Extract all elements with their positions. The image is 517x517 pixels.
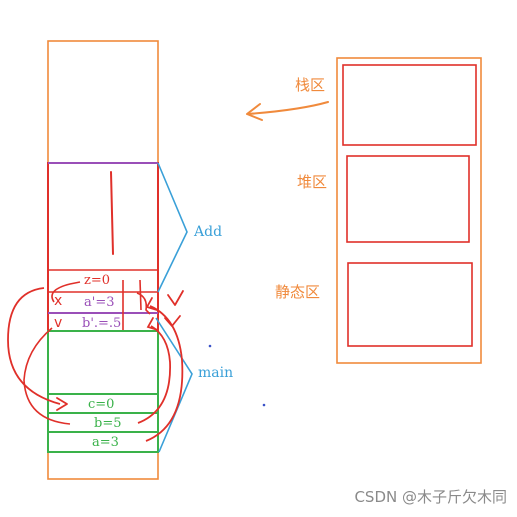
label-main-frame: main [198, 365, 234, 381]
stray-dot-2 [262, 403, 266, 407]
arrow-b-to-b-prime-head [146, 317, 159, 331]
label-add-frame: Add [194, 224, 223, 240]
watermark: CSDN @木子斤欠木同 [354, 488, 507, 506]
cell-z: z=0 [84, 273, 111, 288]
stray-dot-1 [208, 344, 212, 348]
label-static-region: 静态区 [275, 283, 321, 301]
static-region-box [347, 262, 473, 347]
main-frame [47, 330, 159, 453]
stack-pointer-arrowhead [246, 103, 263, 121]
cross-mark: x [54, 293, 63, 309]
arrow-a-prime-to-z [51, 281, 81, 303]
cell-c: c=0 [88, 397, 115, 412]
arrow-b-to-b-prime [137, 325, 171, 424]
label-stack-region: 栈区 [295, 76, 326, 94]
arrow-a-to-a-prime [145, 305, 184, 442]
heap-region-box [346, 155, 470, 243]
check-mark-lower [164, 315, 181, 327]
cell-a-prime: a'=3 [84, 295, 115, 310]
cell-b-prime: b'.=.5 [82, 316, 122, 331]
add-bracket [157, 162, 188, 293]
arrow-z-to-c [7, 287, 61, 405]
cell-a: a=3 [92, 435, 119, 450]
memory-map-outline [336, 57, 482, 364]
add-frame-stroke-mark [110, 171, 114, 255]
return-mark-arrow [136, 292, 151, 315]
arrow-z-to-c-head [56, 397, 68, 411]
cell-b: b=5 [94, 416, 122, 431]
check-mark-right [167, 290, 184, 306]
label-heap-region: 堆区 [297, 173, 328, 191]
main-bracket [155, 317, 193, 453]
arrow-b-prime-loop [23, 327, 71, 425]
stack-pointer-arrow [247, 101, 329, 115]
stack-region-box [342, 64, 477, 146]
check-mark-left: v [54, 315, 63, 331]
